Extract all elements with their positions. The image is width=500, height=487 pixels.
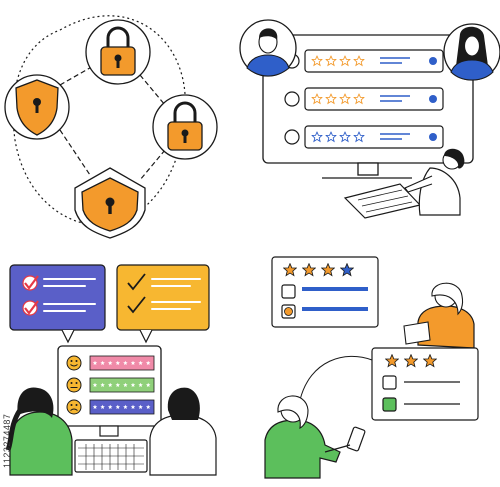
rating-row[interactable]	[284, 87, 444, 111]
person-man-white	[149, 387, 217, 476]
checkbox	[281, 284, 296, 299]
rating-bar	[89, 377, 155, 393]
feedback-row[interactable]	[66, 399, 155, 415]
checkbox	[382, 375, 397, 390]
padlock-node-right	[152, 94, 218, 160]
radio-button	[284, 91, 300, 107]
neutral-face-icon	[66, 377, 82, 393]
padlock-icon	[100, 26, 136, 76]
avatar-man	[239, 19, 297, 77]
padlock-node-top	[85, 19, 151, 85]
rating-field	[304, 125, 444, 149]
checklist-bubble-purple	[9, 264, 106, 344]
feedback-row[interactable]	[66, 355, 155, 371]
checklist-bubble-yellow	[116, 264, 210, 344]
check-icon	[22, 300, 39, 316]
person-woman-green	[5, 387, 73, 476]
keyboard	[74, 439, 148, 473]
sad-face-icon	[66, 399, 82, 415]
rating-field	[304, 49, 444, 73]
shield-node-bottom	[74, 167, 146, 239]
check-icon	[127, 296, 146, 314]
checkbox-checked	[382, 397, 397, 412]
avatar-woman	[443, 23, 500, 81]
review-scene	[264, 256, 479, 479]
review-card-bottom	[371, 347, 479, 421]
selection-dot	[429, 95, 437, 103]
rating-bar	[89, 355, 155, 371]
stock-id-watermark: 1123274487	[2, 413, 12, 468]
selection-dot	[429, 57, 437, 65]
person-at-keyboard	[343, 148, 465, 219]
padlock-icon	[167, 101, 203, 151]
rating-row[interactable]	[284, 49, 444, 73]
person-woman-with-phone	[264, 395, 366, 479]
selection-dot	[429, 133, 437, 141]
feedback-row[interactable]	[66, 377, 155, 393]
rating-field	[304, 87, 444, 111]
happy-face-icon	[66, 355, 82, 371]
feedback-rows	[66, 355, 155, 415]
rating-row[interactable]	[284, 125, 444, 149]
rating-monitor-scene	[239, 19, 500, 219]
security-network-scene	[4, 15, 218, 239]
review-card-top	[271, 256, 379, 328]
radio-button	[284, 129, 300, 145]
shield-node-left	[4, 74, 70, 140]
shield-keyhole-icon	[81, 177, 139, 232]
monitor-neck	[357, 162, 379, 176]
shield-keyhole-icon	[15, 79, 59, 136]
feedback-monitor-neck	[99, 425, 119, 437]
person-woman-orange	[403, 282, 475, 349]
connector-curve	[299, 355, 373, 401]
check-icon	[127, 273, 146, 291]
phone-icon	[346, 426, 366, 452]
rating-rows	[284, 49, 444, 149]
chain-links	[59, 64, 166, 181]
feedback-scene	[5, 264, 217, 476]
check-icon	[22, 275, 39, 291]
rating-bar	[89, 399, 155, 415]
